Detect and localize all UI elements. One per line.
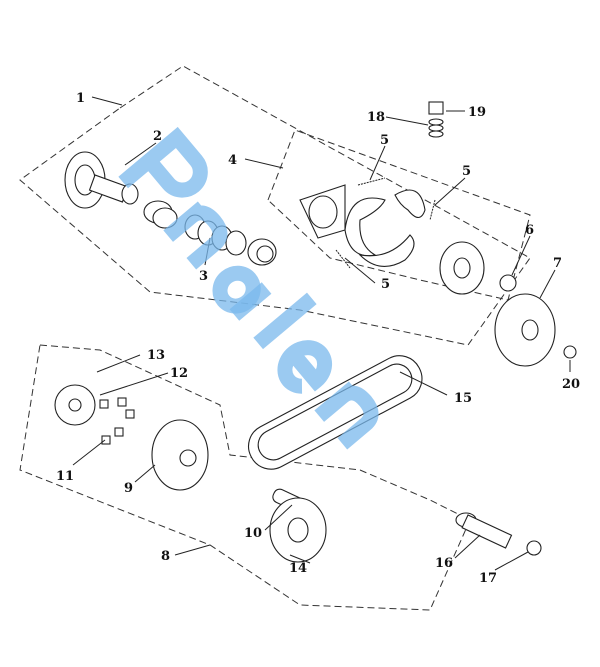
nut-17 [526, 540, 542, 556]
callout-15: 15 [454, 391, 472, 406]
callout-13: 13 [147, 348, 165, 363]
fan-14 [269, 497, 327, 563]
callout-7: 7 [553, 256, 562, 271]
callout-8: 8 [161, 549, 170, 564]
nut-20 [563, 345, 577, 359]
movable-face [151, 419, 209, 491]
callout-6: 6 [525, 223, 534, 238]
callout-1: 1 [76, 91, 85, 106]
callout-19: 19 [468, 105, 486, 120]
springs [335, 177, 436, 269]
callout-18: 18 [367, 110, 385, 125]
callout-3: 3 [199, 269, 208, 284]
callout-20: 20 [562, 377, 580, 392]
cap-19 [428, 101, 444, 115]
clutch-shoes [344, 189, 426, 267]
callout-5c: 5 [381, 277, 390, 292]
callout-10: 10 [244, 526, 262, 541]
leader-lines [72, 96, 571, 571]
pulley-16 [455, 512, 513, 549]
rollers [99, 397, 135, 445]
nut-6 [499, 274, 517, 292]
ramp-plate [54, 384, 96, 426]
callout-5b: 5 [462, 164, 471, 179]
spring-18 [428, 118, 444, 138]
drive-face-assembly [64, 151, 139, 209]
clutch-plate [299, 184, 346, 239]
callout-16: 16 [435, 556, 453, 571]
bushing-part [247, 238, 277, 266]
callout-4: 4 [228, 153, 237, 168]
callout-5a: 5 [380, 133, 389, 148]
callout-9: 9 [124, 481, 133, 496]
clutch-bell [494, 293, 556, 367]
callout-17: 17 [479, 571, 497, 586]
group-1-boundary [19, 65, 531, 346]
clutch-hub [439, 241, 485, 295]
group-8-boundary [19, 344, 471, 611]
collar-part [143, 200, 178, 229]
callout-11: 11 [56, 469, 74, 484]
watermark-logo [118, 126, 379, 450]
callout-2: 2 [153, 129, 162, 144]
callout-14: 14 [289, 561, 307, 576]
callout-12: 12 [170, 366, 188, 381]
